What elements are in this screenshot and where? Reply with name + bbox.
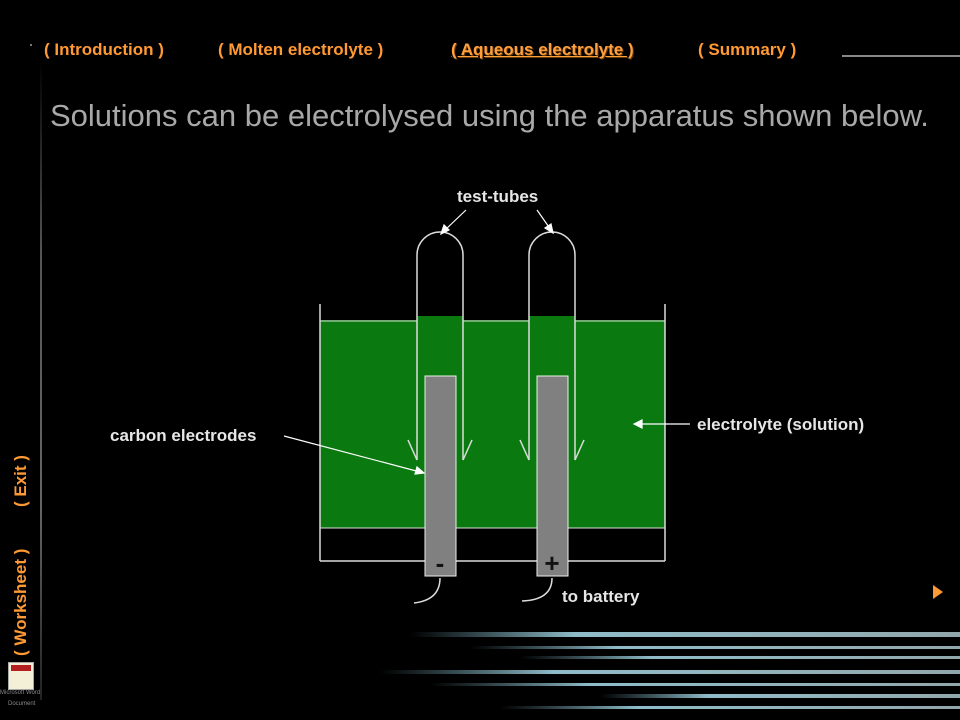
test-tube-left: [407, 231, 473, 461]
nav-summary-link[interactable]: ( Summary ): [698, 40, 797, 59]
left-vertical-rule: [40, 60, 42, 700]
negative-sign: -: [436, 548, 445, 578]
play-triangle-icon: [933, 585, 943, 599]
wire-positive: [521, 577, 553, 602]
top-right-rule: [842, 55, 960, 57]
wire-negative: [413, 577, 441, 604]
negative-electrode: [424, 375, 457, 577]
test-tubes-label: test-tubes: [457, 187, 539, 206]
to-battery-label: to battery: [562, 587, 640, 606]
beaker: [319, 304, 666, 562]
next-slide-button[interactable]: [932, 584, 944, 605]
positive-electrode: [536, 375, 569, 577]
carbon-electrodes-label: carbon electrodes: [110, 426, 257, 445]
positive-sign: +: [544, 548, 559, 578]
decorative-streaks: [380, 632, 960, 709]
word-icon-sublabel: Document: [8, 701, 36, 707]
nav-aqueous-electrolyte-link[interactable]: ( Aqueous electrolyte ): [451, 40, 634, 59]
nav-molten-electrolyte-link[interactable]: ( Molten electrolyte ): [218, 40, 384, 59]
word-document-icon[interactable]: [8, 662, 34, 690]
word-icon-label: Microsoft Word: [0, 690, 41, 696]
page-title: Solutions can be electrolysed using the …: [50, 98, 929, 133]
top-left-dot: [30, 44, 32, 46]
electrolyte-label: electrolyte (solution): [697, 415, 865, 434]
label-arrows: [283, 209, 690, 475]
electrolyte-solution: [320, 320, 665, 528]
nav-introduction-link[interactable]: ( Introduction ): [44, 40, 164, 59]
